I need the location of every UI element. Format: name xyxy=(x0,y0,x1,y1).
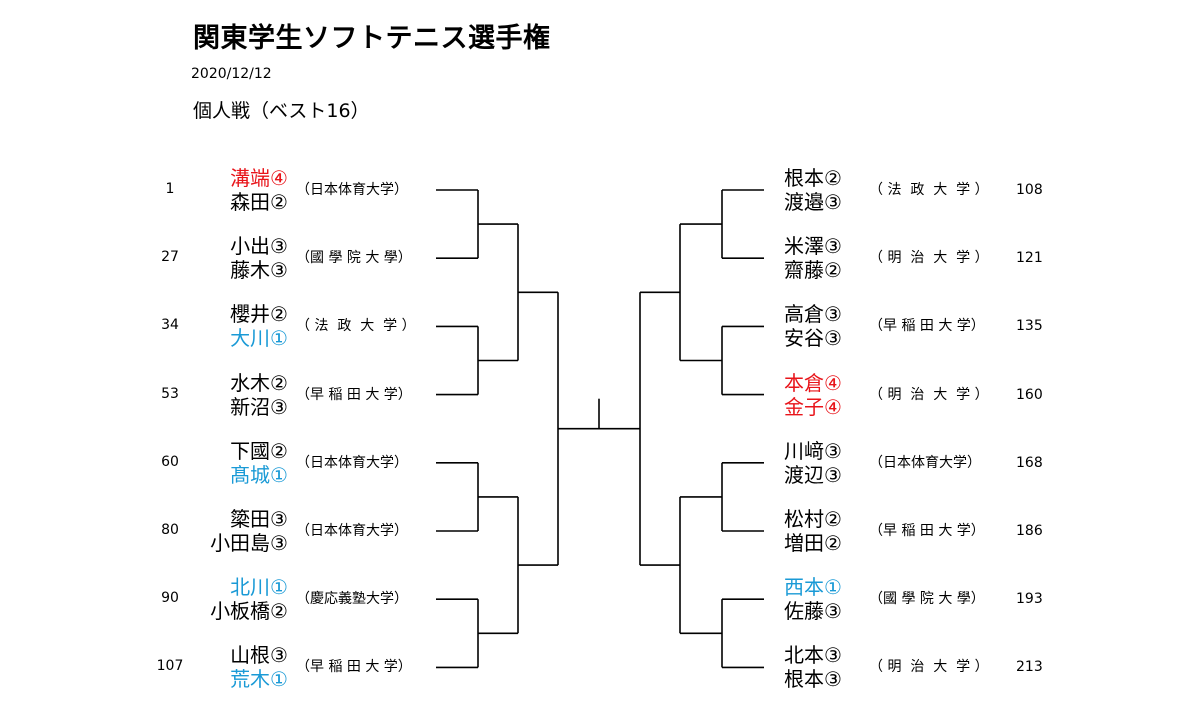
player-name: 齋藤② xyxy=(784,258,842,283)
school-name: （日本体育大学） xyxy=(296,523,408,539)
player-name: 松村② xyxy=(784,507,842,531)
school-name: （ 法 政 大 学 ） xyxy=(296,318,416,335)
player-name: 藤木③ xyxy=(230,258,288,283)
player-name: 渡辺③ xyxy=(784,462,842,487)
page-title: 関東学生ソフトテニス選手権 xyxy=(193,23,551,54)
player-name: 渡邉③ xyxy=(784,190,842,214)
seed-number: 193 xyxy=(1016,591,1043,608)
player-name: 溝端④ xyxy=(230,166,288,190)
school-name: （慶応義塾大学） xyxy=(296,591,408,608)
seed-number: 53 xyxy=(161,385,179,402)
player-name: 根本② xyxy=(784,166,842,190)
school-name: （ 明 治 大 学 ） xyxy=(869,250,989,267)
seed-number: 160 xyxy=(1016,386,1043,403)
player-name: 川﨑③ xyxy=(784,438,842,463)
player-name: 北本③ xyxy=(784,643,842,668)
player-name: 櫻井② xyxy=(230,302,288,327)
school-name: （日本体育大学） xyxy=(296,182,408,198)
event-subtitle: 個人戦（ベスト16） xyxy=(193,100,370,122)
player-name: 小田島③ xyxy=(210,531,288,555)
player-name: 小板橋② xyxy=(210,599,288,624)
player-name: 米澤③ xyxy=(784,234,842,259)
school-name: （國 學 院 大 學） xyxy=(296,250,412,267)
seed-number: 108 xyxy=(1016,182,1043,198)
seed-number: 213 xyxy=(1016,659,1043,676)
seed-number: 34 xyxy=(161,317,179,334)
seed-number: 60 xyxy=(161,453,179,470)
seed-number: 121 xyxy=(1016,250,1043,267)
player-name: 森田② xyxy=(230,190,288,214)
school-name: （日本体育大学） xyxy=(869,454,981,471)
school-name: （ 法 政 大 学 ） xyxy=(869,182,989,198)
school-name: （國 學 院 大 學） xyxy=(869,591,985,608)
player-name: 西本① xyxy=(784,575,842,600)
player-name: 増田② xyxy=(784,531,842,555)
school-name: （早 稲 田 大 学） xyxy=(296,659,412,676)
player-name: 根本③ xyxy=(784,667,842,692)
seed-number: 1 xyxy=(165,181,175,197)
school-name: （ 明 治 大 学 ） xyxy=(869,659,989,676)
seed-number: 135 xyxy=(1016,318,1043,335)
school-name: （早 稲 田 大 学） xyxy=(869,318,985,335)
player-name: 下國② xyxy=(230,438,288,463)
player-name: 新沼③ xyxy=(230,394,288,419)
event-date: 2020/12/12 xyxy=(191,66,272,82)
player-name: 本倉④ xyxy=(784,370,842,395)
player-name: 安谷③ xyxy=(784,326,842,351)
player-name: 水木② xyxy=(230,370,288,395)
player-name: 荒木① xyxy=(230,667,288,692)
player-name: 高倉③ xyxy=(784,302,842,327)
seed-number: 168 xyxy=(1016,454,1043,471)
school-name: （日本体育大学） xyxy=(296,454,408,471)
player-name: 金子④ xyxy=(784,394,842,419)
player-name: 簗田③ xyxy=(230,507,288,531)
seed-number: 107 xyxy=(156,658,184,675)
player-name: 大川① xyxy=(230,326,288,351)
seed-number: 186 xyxy=(1016,523,1043,539)
player-name: 北川① xyxy=(230,575,288,600)
seed-number: 80 xyxy=(161,522,179,538)
seed-number: 90 xyxy=(161,590,179,607)
player-name: 髙城① xyxy=(230,462,288,487)
school-name: （早 稲 田 大 学） xyxy=(869,523,985,539)
player-name: 佐藤③ xyxy=(784,599,842,624)
school-name: （早 稲 田 大 学） xyxy=(296,386,412,403)
player-name: 山根③ xyxy=(230,643,288,668)
school-name: （ 明 治 大 学 ） xyxy=(869,386,989,403)
seed-number: 27 xyxy=(161,249,179,266)
player-name: 小出③ xyxy=(230,234,288,259)
